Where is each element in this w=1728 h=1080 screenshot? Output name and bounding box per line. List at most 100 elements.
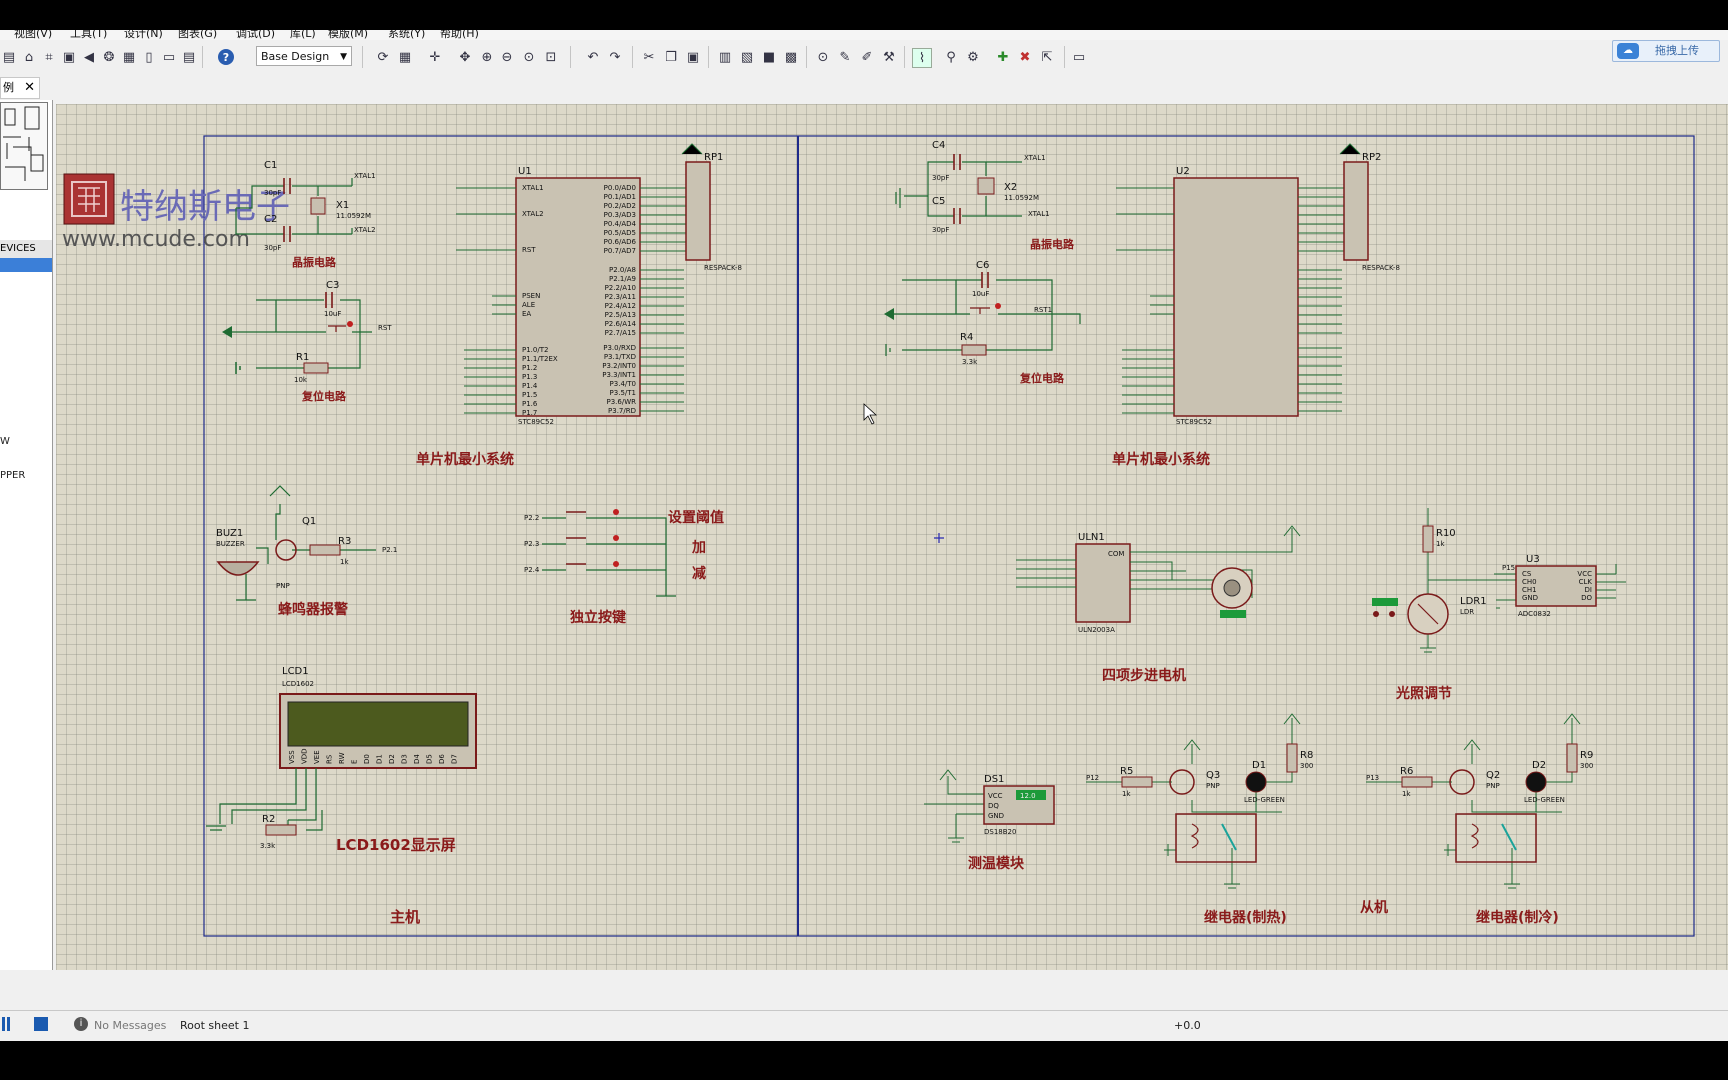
slave-xtal-net-2: XTAL1 xyxy=(1028,210,1050,218)
property-tool-icon[interactable]: ⚙ xyxy=(967,49,979,65)
master-lcd1-part: LCD1602 xyxy=(282,680,314,688)
slave-x2-label: X2 xyxy=(1004,182,1017,193)
refresh-icon[interactable]: ⟳ xyxy=(377,49,389,65)
decompose-icon[interactable]: ⚒ xyxy=(883,49,895,65)
master-crystal-wires xyxy=(235,178,353,235)
master-u1-part: STC89C52 xyxy=(518,418,554,426)
master-c1-label: C1 xyxy=(264,160,277,171)
remove-sheet-icon[interactable]: ✖ xyxy=(1019,49,1031,65)
slave-d1-led xyxy=(1245,771,1267,793)
stop-icon[interactable] xyxy=(34,1017,48,1031)
slave-c4-symbol xyxy=(953,154,961,170)
master-u1-pin-p0-1: P0.1/AD1 xyxy=(604,193,636,201)
master-r1-value: 10k xyxy=(294,376,308,384)
master-u1-pin-p2-0: P2.0/A8 xyxy=(609,266,636,274)
upload-button[interactable]: ☁拖拽上传 xyxy=(1612,40,1720,62)
device-item-stepper[interactable]: PPER xyxy=(0,470,26,481)
schematic-icon[interactable]: ⌗ xyxy=(45,49,53,65)
tab-schematic[interactable]: 例✕ xyxy=(0,77,40,99)
master-u1-pin-p3-2: P3.2/INT0 xyxy=(602,362,636,370)
cut-icon[interactable]: ✂ xyxy=(643,49,655,65)
master-key3-net: P2.4 xyxy=(524,566,540,574)
new-sheet-icon[interactable]: ✚ xyxy=(997,49,1009,65)
status-messages[interactable]: No Messages xyxy=(94,1019,167,1032)
zoom-area-icon[interactable]: ⊡ xyxy=(545,49,557,65)
bom-icon[interactable]: ▦ xyxy=(122,49,136,65)
schematic-canvas[interactable]: 特纳斯电子 www.mcude.com C1 30pF C2 30pF X1 1… xyxy=(56,104,1728,970)
netlist-icon[interactable]: ▭ xyxy=(1072,49,1086,65)
search-tag-icon[interactable]: ⚲ xyxy=(946,49,956,65)
home-icon[interactable]: ⌂ xyxy=(24,49,34,65)
copy-icon[interactable]: ❐ xyxy=(665,49,677,65)
master-x1-label: X1 xyxy=(336,200,349,211)
watermark-logo xyxy=(63,173,115,225)
devices-header: EVICES xyxy=(0,240,52,258)
slave-rst-net: RST1 xyxy=(1034,306,1052,314)
wire-autorouter-icon[interactable]: ⌇ xyxy=(912,48,932,68)
menu-view[interactable]: 视图(V) xyxy=(14,30,53,40)
slave-r5-resistor xyxy=(1121,776,1153,788)
device-list-selected[interactable] xyxy=(0,258,52,272)
pick-device-icon[interactable]: ⊙ xyxy=(817,49,829,65)
block-rotate-icon[interactable]: ■ xyxy=(762,49,776,65)
master-u1-pin-p0-3: P0.3/AD3 xyxy=(604,211,636,219)
menu-help[interactable]: 帮助(H) xyxy=(440,30,479,40)
menu-design[interactable]: 设计(N) xyxy=(124,30,163,40)
slave-temp-wires xyxy=(924,769,984,843)
master-buzzer-part: BUZZER xyxy=(216,540,245,548)
block-copy-icon[interactable]: ▥ xyxy=(718,49,732,65)
master-q1-transistor xyxy=(275,539,297,561)
menu-debug[interactable]: 调试(D) xyxy=(236,30,276,40)
master-u1-pin-p3-1: P3.1/TXD xyxy=(604,353,636,361)
document-icon[interactable]: ▯ xyxy=(145,49,153,65)
pcb-icon[interactable]: ▭ xyxy=(162,49,176,65)
slave-uln1-label: ULN1 xyxy=(1078,532,1105,543)
master-u1-pin-p1-0: P1.0/T2 xyxy=(522,346,548,354)
origin-icon[interactable]: ✛ xyxy=(429,49,441,65)
redo-icon[interactable]: ↷ xyxy=(609,49,621,65)
block-delete-icon[interactable]: ▩ xyxy=(784,49,798,65)
undo-icon[interactable]: ↶ xyxy=(587,49,599,65)
pan-icon[interactable]: ✥ xyxy=(459,49,471,65)
design-select[interactable]: Base Design▼ xyxy=(256,46,352,66)
gallery-icon[interactable]: ❂ xyxy=(103,49,115,65)
paste-icon[interactable]: ▣ xyxy=(686,49,700,65)
master-rp1-part: RESPACK-8 xyxy=(704,264,742,272)
packaging-icon[interactable]: ✐ xyxy=(861,49,873,65)
master-lcd1-pin-8: D2 xyxy=(388,754,396,764)
zoom-all-icon[interactable]: ⊙ xyxy=(523,49,535,65)
play-icon[interactable] xyxy=(2,1017,12,1031)
menu-graph[interactable]: 图表(G) xyxy=(178,30,218,40)
slave-r4-resistor xyxy=(961,344,987,356)
slave-reset-button xyxy=(970,307,990,314)
menu-template[interactable]: 模版(M) xyxy=(328,30,369,40)
report-icon[interactable]: ▤ xyxy=(182,49,196,65)
master-u1-pin-p1-2: P1.2 xyxy=(522,364,537,372)
help-icon[interactable]: ? xyxy=(218,49,234,65)
block-move-icon[interactable]: ▧ xyxy=(740,49,754,65)
master-r1-label: R1 xyxy=(296,352,309,363)
back-icon[interactable]: ◀ xyxy=(84,49,94,65)
slave-reset-caption: 复位电路 xyxy=(1019,371,1065,385)
slave-motor-indicator xyxy=(1220,610,1246,618)
grid-icon[interactable]: ▦ xyxy=(398,49,412,65)
new-icon[interactable]: ▤ xyxy=(2,49,16,65)
master-lcd1-pin-9: D3 xyxy=(401,754,409,764)
slave-r6-resistor xyxy=(1401,776,1433,788)
master-r1-resistor xyxy=(303,362,329,374)
make-device-icon[interactable]: ✎ xyxy=(839,49,851,65)
menu-library[interactable]: 库(L) xyxy=(290,30,316,40)
master-u1-pin-p3-0: P3.0/RXD xyxy=(603,344,636,352)
master-keys-wires xyxy=(542,517,676,597)
device-item-w[interactable]: W xyxy=(0,436,10,447)
zoom-out-icon[interactable]: ⊖ xyxy=(501,49,513,65)
overview-preview[interactable] xyxy=(0,102,48,190)
menu-tools[interactable]: 工具(T) xyxy=(70,30,108,40)
chip-icon[interactable]: ▣ xyxy=(62,49,76,65)
exit-parent-icon[interactable]: ⇱ xyxy=(1041,49,1053,65)
master-reset-button xyxy=(328,325,346,332)
close-icon[interactable]: ✕ xyxy=(24,80,35,95)
menu-system[interactable]: 系统(Y) xyxy=(388,30,426,40)
zoom-in-icon[interactable]: ⊕ xyxy=(481,49,493,65)
